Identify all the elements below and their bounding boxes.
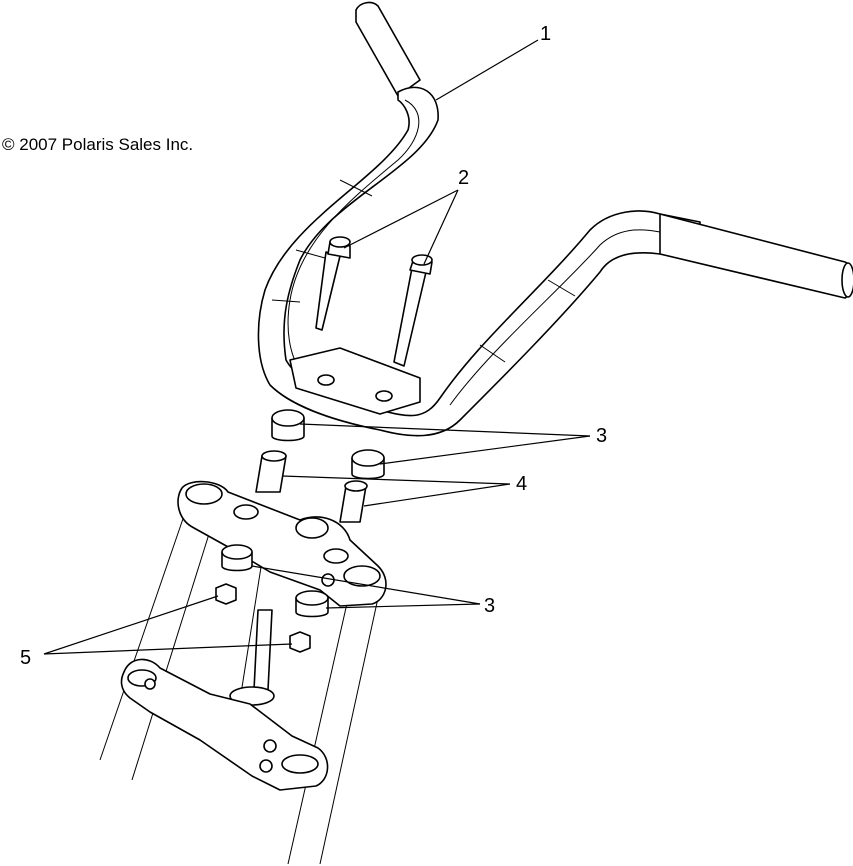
leader-4a [281, 475, 511, 485]
lower-clamp-pinch-bolt-2 [259, 759, 273, 773]
callout-3-upper: 3 [596, 425, 607, 447]
bar-band-1 [339, 179, 373, 197]
lower-clamp-pinch-bolt-1 [263, 739, 277, 753]
clamp-body [177, 480, 387, 607]
leader-lines [43, 39, 591, 655]
nut-right [289, 631, 311, 653]
callout-1: 1 [540, 23, 551, 45]
bushing-top [351, 449, 385, 467]
right-grip [659, 213, 853, 299]
left-grip [355, 1, 421, 97]
leader-3b [379, 435, 591, 465]
nut-left [215, 583, 237, 605]
spacer-left [255, 450, 287, 493]
bolt-left-shank [315, 251, 341, 331]
leader-4b [363, 483, 511, 507]
spacer-top [344, 480, 368, 492]
lower-clamp-bore-right [281, 754, 319, 774]
callout-4: 4 [516, 473, 527, 495]
lower-bushing-left [221, 544, 253, 572]
bar-band-3 [271, 299, 301, 303]
lower-triple-clamp [120, 658, 329, 791]
bolt-left [315, 236, 351, 331]
callout-2: 2 [458, 167, 469, 189]
clamp-hole-right [375, 390, 393, 402]
bar-band-5 [547, 279, 576, 297]
clamp-stem-boss [295, 517, 329, 539]
callout-5: 5 [20, 647, 31, 669]
bar-right-inner-edge [449, 229, 661, 406]
lower-clamp-pinch-bolt-3 [144, 678, 156, 690]
bar-band-4 [479, 344, 506, 363]
clamp-fork-bore-right [343, 565, 381, 587]
clamp-hole-left [317, 374, 335, 386]
stem-shaft [253, 609, 273, 691]
bushing-top [295, 590, 329, 606]
right-grip-end [841, 262, 853, 298]
lower-bushing-right [295, 590, 329, 618]
leader-1 [435, 39, 539, 101]
spacer-right [339, 480, 368, 523]
bolt-right-top [411, 254, 433, 266]
leader-5b [43, 643, 293, 655]
leader-3d [325, 603, 481, 609]
bushing-top [221, 544, 253, 560]
callout-3-lower: 3 [484, 595, 495, 617]
handlebar [257, 1, 853, 437]
leader-3a [299, 423, 591, 437]
bar-band-2 [295, 249, 326, 259]
steering-stem [229, 609, 275, 706]
bar-inner-edge [287, 99, 420, 371]
copyright-text: © 2007 Polaris Sales Inc. [2, 135, 193, 154]
bolt-right [393, 254, 433, 367]
clamp-pinch-bolt [321, 573, 335, 587]
spacer-top [261, 450, 287, 462]
clamp-mount-right [323, 548, 349, 564]
upper-triple-clamp [177, 480, 387, 607]
leader-3c [251, 565, 481, 605]
leader-2a [343, 189, 459, 249]
upper-bushing-left [271, 409, 305, 442]
lower-clamp-body [120, 658, 329, 791]
clamp-mount-left [233, 504, 259, 520]
bolt-right-shank [393, 267, 427, 367]
upper-bushing-right [351, 449, 385, 480]
leader-2b [423, 189, 459, 265]
bushing-top [271, 409, 305, 427]
clamp-fork-bore-left [185, 483, 223, 505]
bolt-left-top [329, 236, 351, 248]
leader-5a [43, 595, 219, 655]
